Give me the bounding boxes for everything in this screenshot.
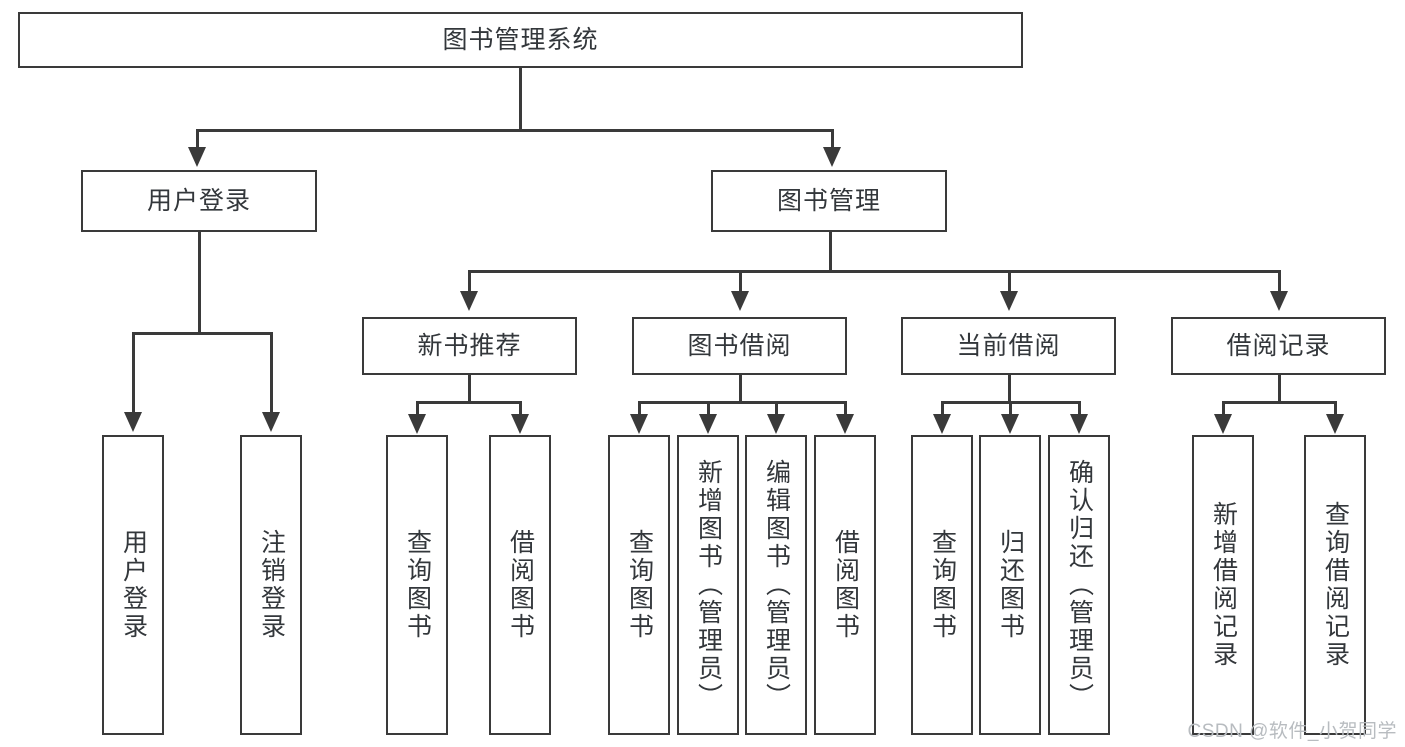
connector-bb-to-leaf-1 [638,401,641,416]
node-leaf-add-book[interactable]: 新增图书（管理员） [677,435,739,735]
connector-br-to-leaf-2 [1334,401,1337,416]
connector-br-to-leaf-1 [1222,401,1225,416]
connector-bm-to-book-borrow [739,270,742,292]
arrowhead-user-login-to-leaf-1 [124,412,142,432]
node-borrow-record-label: 借阅记录 [1226,331,1331,360]
arrowhead-nbr-to-leaf-1 [408,414,426,434]
node-leaf-query-book-3-label: 查询图书 [928,529,957,641]
arrowhead-bm-to-current-borrow [1000,291,1018,311]
connector-nbr-bus [416,401,521,404]
node-root-label: 图书管理系统 [442,25,599,54]
connector-cb-to-leaf-1 [941,401,944,416]
node-root[interactable]: 图书管理系统 [18,12,1023,68]
connector-user-login-stem [198,232,201,334]
node-leaf-borrow-book-2[interactable]: 借阅图书 [814,435,876,735]
node-leaf-user-login[interactable]: 用户登录 [102,435,164,735]
node-leaf-query-record[interactable]: 查询借阅记录 [1304,435,1366,735]
arrowhead-bm-to-book-borrow [731,291,749,311]
node-book-manage[interactable]: 图书管理 [711,170,947,232]
arrowhead-cb-to-leaf-3 [1070,414,1088,434]
node-book-borrow-label: 图书借阅 [687,331,792,360]
node-leaf-edit-book-label: 编辑图书（管理员） [762,459,791,711]
arrowhead-bb-to-leaf-4 [836,414,854,434]
arrowhead-root-to-book-manage [823,147,841,167]
connector-root-to-book-manage [831,129,834,149]
arrowhead-bb-to-leaf-2 [699,414,717,434]
node-new-book-rec-label: 新书推荐 [417,331,522,360]
connector-bb-bus [638,401,846,404]
node-leaf-borrow-book-2-label: 借阅图书 [831,529,860,641]
connector-bm-to-new-book-rec [468,270,471,292]
connector-bm-to-current-borrow [1008,270,1011,292]
arrowhead-user-login-to-leaf-2 [262,412,280,432]
node-leaf-add-book-label: 新增图书（管理员） [694,459,723,711]
node-borrow-record[interactable]: 借阅记录 [1171,317,1386,375]
node-leaf-return-book[interactable]: 归还图书 [979,435,1041,735]
connector-br-stem [1278,375,1281,403]
node-leaf-logout-login-label: 注销登录 [257,529,286,641]
node-leaf-return-book-label: 归还图书 [996,529,1025,641]
arrowhead-cb-to-leaf-1 [933,414,951,434]
connector-nbr-stem [468,375,471,403]
connector-bb-to-leaf-3 [775,401,778,416]
node-book-manage-label: 图书管理 [776,186,881,215]
node-user-login-label: 用户登录 [146,186,251,215]
connector-user-login-to-leaf-2 [270,332,273,413]
node-leaf-borrow-book-1-label: 借阅图书 [506,529,535,641]
connector-book-manage-bus [468,270,1280,273]
arrowhead-bb-to-leaf-3 [767,414,785,434]
node-leaf-borrow-book-1[interactable]: 借阅图书 [489,435,551,735]
connector-bb-to-leaf-2 [707,401,710,416]
connector-cb-to-leaf-3 [1078,401,1081,416]
node-leaf-user-login-label: 用户登录 [119,529,148,641]
arrowhead-bm-to-borrow-record [1270,291,1288,311]
arrowhead-bb-to-leaf-1 [630,414,648,434]
connector-nbr-to-leaf-2 [519,401,522,416]
connector-cb-stem [1008,375,1011,403]
node-leaf-query-book-2-label: 查询图书 [625,529,654,641]
connector-book-manage-stem [829,232,832,272]
connector-bm-to-borrow-record [1278,270,1281,292]
node-leaf-add-record[interactable]: 新增借阅记录 [1192,435,1254,735]
node-leaf-logout-login[interactable]: 注销登录 [240,435,302,735]
arrowhead-br-to-leaf-1 [1214,414,1232,434]
arrowhead-nbr-to-leaf-2 [511,414,529,434]
connector-nbr-to-leaf-1 [416,401,419,416]
node-book-borrow[interactable]: 图书借阅 [632,317,847,375]
connector-user-login-bus [132,332,272,335]
node-leaf-add-record-label: 新增借阅记录 [1209,501,1238,669]
connector-br-bus [1222,401,1336,404]
arrowhead-root-to-user-login [188,147,206,167]
node-leaf-query-book-1-label: 查询图书 [403,529,432,641]
arrowhead-br-to-leaf-2 [1326,414,1344,434]
node-user-login[interactable]: 用户登录 [81,170,317,232]
node-leaf-confirm-return[interactable]: 确认归还（管理员） [1048,435,1110,735]
connector-bb-stem [739,375,742,403]
node-leaf-edit-book[interactable]: 编辑图书（管理员） [745,435,807,735]
connector-root-stem [519,68,522,131]
node-leaf-query-book-3[interactable]: 查询图书 [911,435,973,735]
arrowhead-cb-to-leaf-2 [1001,414,1019,434]
node-leaf-query-book-2[interactable]: 查询图书 [608,435,670,735]
connector-cb-to-leaf-2 [1009,401,1012,416]
node-leaf-query-record-label: 查询借阅记录 [1321,501,1350,669]
node-current-borrow-label: 当前借阅 [956,331,1061,360]
arrowhead-bm-to-new-book-rec [460,291,478,311]
connector-bb-to-leaf-4 [844,401,847,416]
connector-user-login-to-leaf-1 [132,332,135,413]
node-leaf-confirm-return-label: 确认归还（管理员） [1065,459,1094,711]
node-new-book-rec[interactable]: 新书推荐 [362,317,577,375]
connector-root-to-user-login [196,129,199,149]
connector-root-bus [196,129,833,132]
node-current-borrow[interactable]: 当前借阅 [901,317,1116,375]
node-leaf-query-book-1[interactable]: 查询图书 [386,435,448,735]
